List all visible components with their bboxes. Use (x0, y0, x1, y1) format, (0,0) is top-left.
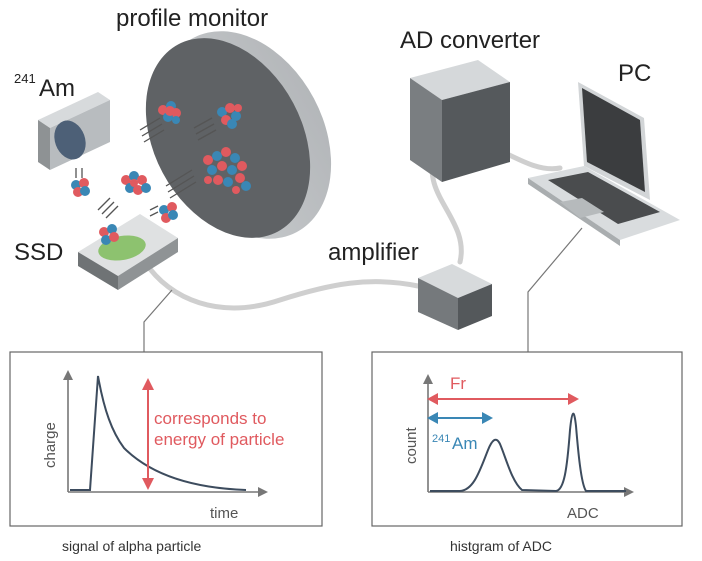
nucleus-1 (158, 101, 181, 124)
hist-caption: histgram of ADC (450, 538, 552, 554)
signal-caption: signal of alpha particle (62, 538, 202, 554)
label-am-superscript: 241 (14, 71, 36, 86)
am-source (38, 92, 110, 170)
signal-curve (70, 375, 247, 491)
label-am: Am (39, 75, 75, 102)
signal-xlabel: time (210, 505, 238, 522)
hist-ylabel: count (403, 426, 420, 464)
nucleus-4 (121, 171, 151, 195)
nucleus-7 (159, 202, 178, 223)
nucleus-6 (99, 224, 119, 245)
label-amplifier: amplifier (328, 239, 419, 266)
nucleus-5 (71, 178, 90, 197)
histogram-panel: Fr 241 Am count ADC (371, 351, 683, 527)
hist-fr-label: Fr (450, 374, 466, 393)
label-ssd: SSD (14, 239, 63, 266)
nucleus-2 (217, 103, 242, 129)
ad-converter (410, 60, 510, 182)
signal-annotation-line2: energy of particle (154, 430, 284, 449)
label-ad-converter: AD converter (400, 27, 540, 54)
hist-xlabel: ADC (567, 505, 599, 522)
particle-trails (75, 117, 217, 219)
leader-line-hist (527, 227, 583, 352)
signal-panel: charge time corresponds to energy of par… (9, 351, 323, 527)
cable-ssd-amplifier (142, 259, 421, 311)
hist-am-label: Am (452, 434, 478, 453)
label-pc: PC (618, 60, 651, 87)
nucleus-3 (203, 147, 251, 194)
hist-am-superscript: 241 (432, 433, 450, 445)
histogram-curve (430, 412, 626, 493)
signal-annotation-line1: corresponds to (154, 409, 266, 428)
label-profile-monitor: profile monitor (116, 5, 268, 32)
leader-line-signal (143, 289, 173, 352)
signal-ylabel: charge (42, 422, 59, 468)
ssd-detector (78, 214, 178, 290)
amplifier-box (418, 264, 492, 330)
laptop (528, 82, 680, 246)
